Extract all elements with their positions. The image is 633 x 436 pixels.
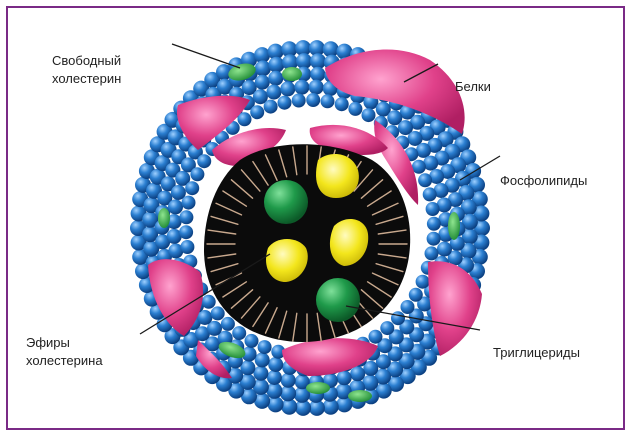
phospholipid-head	[437, 242, 452, 257]
label-free-cholesterol-line1: Свободный	[52, 52, 121, 69]
phospholipid-head	[416, 275, 430, 289]
label-free-cholesterol-line2: холестерин	[52, 70, 121, 87]
phospholipid-head	[280, 385, 296, 401]
free-cholesterol-7	[158, 208, 170, 228]
free-cholesterol-3	[448, 212, 460, 240]
free-cholesterol-2	[282, 67, 302, 81]
phospholipid-head	[401, 300, 415, 314]
phospholipid-head	[221, 317, 235, 331]
phospholipid-head	[255, 75, 270, 90]
phospholipid-head	[179, 225, 193, 239]
phospholipid-head	[426, 202, 440, 216]
phospholipid-head	[427, 232, 441, 246]
phospholipid-head	[179, 210, 193, 224]
cholesterol-ester-2	[316, 278, 360, 322]
phospholipid-head	[369, 330, 383, 344]
label-phospholipids: Фосфолипиды	[500, 172, 587, 189]
phospholipid-head	[335, 97, 349, 111]
phospholipid-head	[310, 67, 325, 82]
phospholipid-head	[280, 81, 295, 96]
free-cholesterol-5	[306, 382, 330, 394]
phospholipid-head	[418, 173, 432, 187]
label-cholesterol-esters-line2: холестерина	[26, 352, 103, 369]
phospholipid-head	[268, 71, 283, 86]
phospholipid-head	[232, 326, 246, 340]
phospholipid-head	[267, 370, 282, 385]
free-cholesterol-6	[348, 390, 372, 402]
phospholipid-head	[268, 357, 283, 372]
phospholipid-head	[292, 94, 306, 108]
phospholipid-head	[180, 240, 194, 254]
phospholipid-head	[321, 94, 335, 108]
phospholipid-head	[306, 93, 320, 107]
label-cholesterol-esters-line1: Эфиры	[26, 334, 70, 351]
leader-free-cholesterol	[172, 44, 240, 68]
cholesterol-ester-1	[264, 180, 308, 224]
phospholipid-head	[294, 80, 309, 95]
phospholipid-head	[185, 181, 199, 195]
phospholipid-head	[427, 217, 441, 231]
phospholipid-head	[268, 57, 284, 73]
phospholipid-head	[253, 366, 268, 381]
phospholipid-head	[350, 366, 365, 381]
phospholipid-head	[425, 246, 439, 260]
phospholipid-head	[416, 143, 431, 158]
phospholipid-head	[250, 105, 264, 119]
phospholipid-head	[245, 334, 259, 348]
phospholipid-head	[266, 383, 282, 399]
phospholipid-head	[197, 154, 211, 168]
phospholipid-head	[202, 295, 216, 309]
phospholipid-head	[380, 321, 394, 335]
phospholipid-head	[409, 288, 423, 302]
phospholipid-head	[348, 102, 362, 116]
phospholipid-head	[255, 353, 270, 368]
phospholipid-head	[278, 96, 292, 110]
phospholipid-head	[281, 373, 296, 388]
phospholipid-head	[266, 85, 281, 100]
phospholipid-head	[268, 396, 284, 412]
phospholipid-head	[258, 340, 272, 354]
label-proteins: Белки	[455, 78, 491, 95]
phospholipid-head	[211, 306, 225, 320]
phospholipid-head	[182, 196, 196, 210]
phospholipid-head	[423, 187, 437, 201]
phospholipid-head	[168, 199, 183, 214]
phospholipid-head	[362, 108, 376, 122]
phospholipid-head	[309, 80, 324, 95]
phospholipid-head	[255, 60, 271, 76]
phospholipid-head	[391, 311, 405, 325]
label-triglycerides: Триглицериды	[493, 344, 580, 361]
phospholipid-head	[337, 370, 352, 385]
phospholipid-head	[264, 100, 278, 114]
phospholipid-head	[190, 167, 204, 181]
